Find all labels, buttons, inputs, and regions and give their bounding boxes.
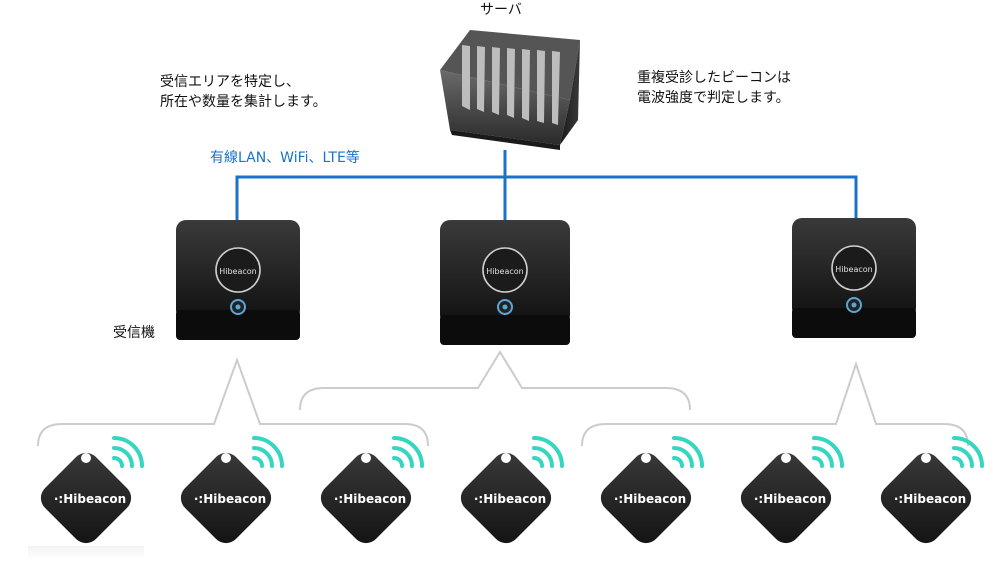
- receiver-label: 受信機: [113, 325, 155, 341]
- svg-text:·:Hibeacon: ·:Hibeacon: [754, 492, 826, 506]
- beacon-tags: ·:Hibeacon ·:Hibeacon ·:Hibeacon: [28, 436, 984, 560]
- svg-text:·:Hibeacon: ·:Hibeacon: [194, 492, 266, 506]
- signal-icon: [812, 436, 844, 468]
- receiver-brand: Hibeacon: [486, 267, 524, 276]
- signal-icon: [252, 436, 284, 468]
- receiver-left: Hibeacon: [176, 220, 300, 340]
- receiver-brand: Hibeacon: [835, 265, 873, 274]
- svg-text:·:Hibeacon: ·:Hibeacon: [474, 492, 546, 506]
- svg-text:·:Hibeacon: ·:Hibeacon: [894, 492, 966, 506]
- range-brackets: [37, 350, 969, 447]
- signal-icon: [952, 436, 984, 468]
- beacon-tag: ·:Hibeacon: [880, 436, 984, 544]
- note-right-line1: 重複受診したビーコンは: [637, 70, 791, 86]
- svg-text:·:Hibeacon: ·:Hibeacon: [334, 492, 406, 506]
- note-left-line2: 所在や数量を集計します。: [160, 94, 327, 110]
- server-label: サーバ: [480, 2, 522, 18]
- beacon-tag: ·:Hibeacon: [320, 436, 424, 544]
- receiver-right: Hibeacon: [792, 218, 916, 338]
- signal-icon: [532, 436, 564, 468]
- server-icon: [440, 30, 580, 150]
- network-label: 有線LAN、WiFi、LTE等: [210, 150, 360, 166]
- beacon-tag: ·:Hibeacon: [28, 436, 144, 560]
- beacon-tag: ·:Hibeacon: [180, 436, 284, 544]
- beacon-tag: ·:Hibeacon: [460, 436, 564, 544]
- beacon-tag: ·:Hibeacon: [600, 436, 704, 544]
- note-right-line2: 電波強度で判定します。: [637, 90, 790, 106]
- signal-icon: [112, 436, 144, 468]
- signal-icon: [672, 436, 704, 468]
- receiver-center: Hibeacon: [440, 220, 570, 345]
- beacon-tag: ·:Hibeacon: [740, 436, 844, 544]
- signal-icon: [392, 436, 424, 468]
- note-left-line1: 受信エリアを特定し、: [160, 74, 300, 90]
- network-lines: [235, 150, 858, 222]
- svg-text:·:Hibeacon: ·:Hibeacon: [54, 492, 126, 506]
- svg-text:·:Hibeacon: ·:Hibeacon: [614, 492, 686, 506]
- receiver-brand: Hibeacon: [219, 267, 257, 276]
